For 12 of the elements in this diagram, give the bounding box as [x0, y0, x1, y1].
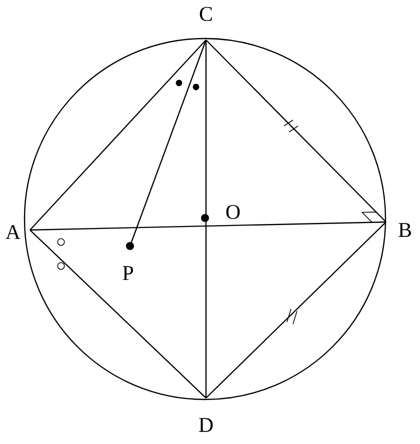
line-segment — [30, 221, 386, 231]
point-label: P — [122, 266, 133, 280]
point-label: D — [199, 418, 213, 432]
point-label: B — [398, 223, 411, 237]
point-label: O — [226, 204, 240, 220]
point-label: A — [6, 225, 20, 239]
line-segment — [206, 40, 386, 222]
line-segment — [30, 40, 206, 230]
line-segment — [206, 222, 386, 398]
point-label: C — [200, 6, 212, 22]
line-segment — [30, 230, 206, 398]
line-segment — [205, 40, 207, 398]
